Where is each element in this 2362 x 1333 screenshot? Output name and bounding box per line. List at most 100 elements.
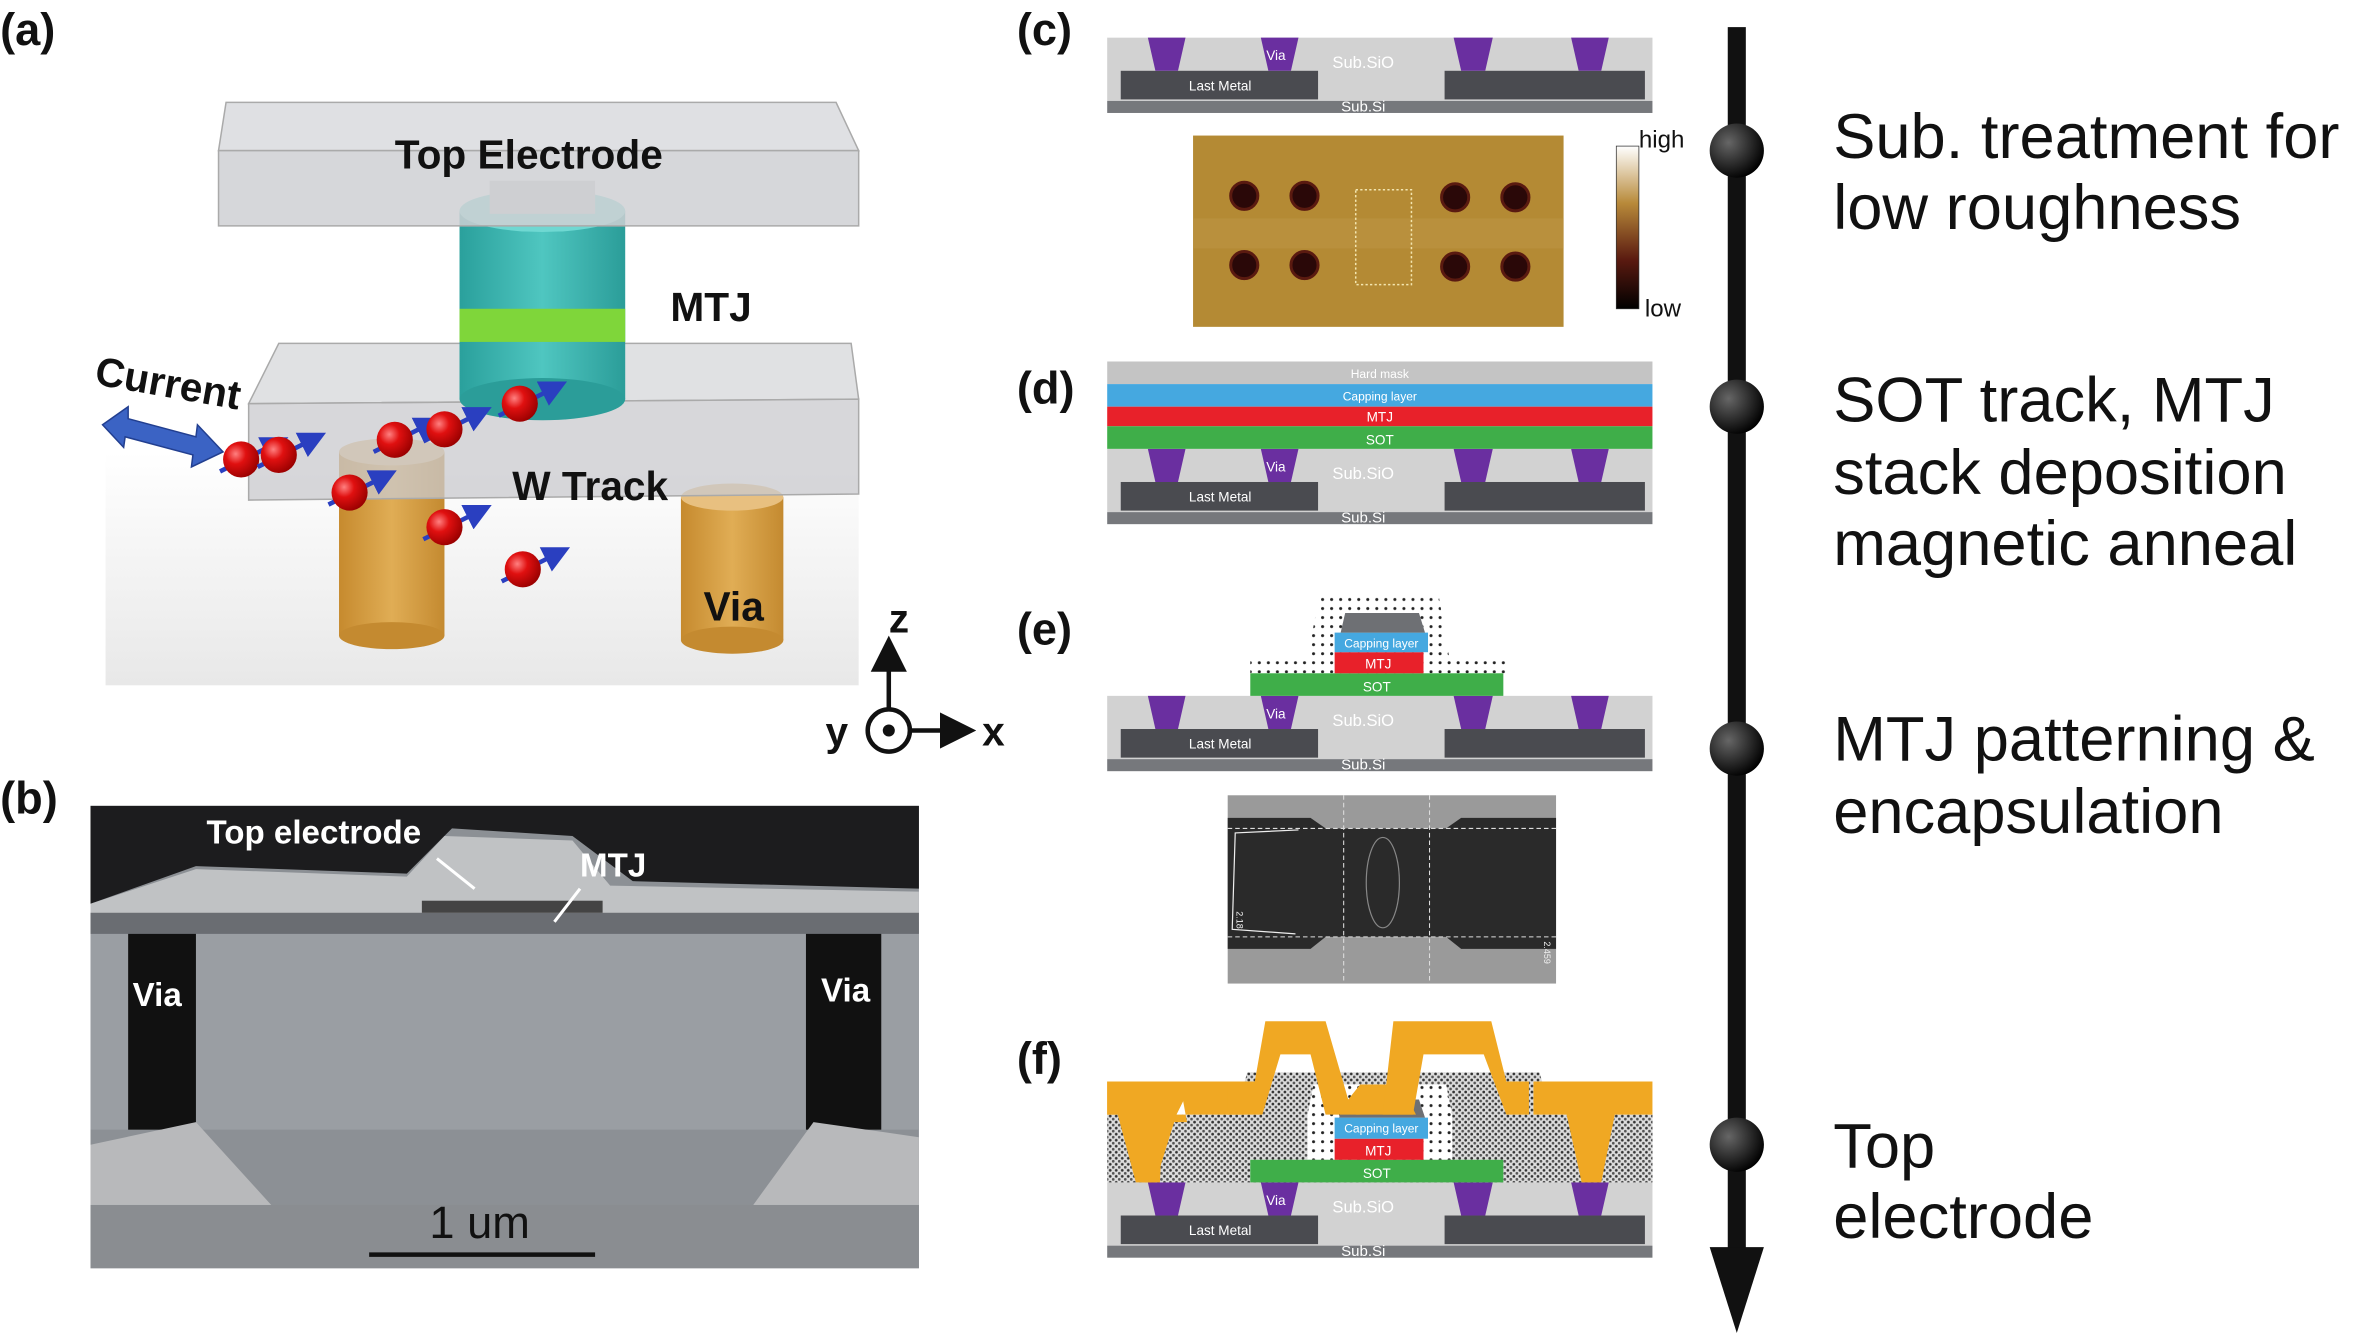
electron-icon xyxy=(500,547,571,588)
label-sot-d: SOT xyxy=(1366,432,1394,447)
step-line: Sub. treatment for xyxy=(1833,102,2339,172)
last-metal xyxy=(1444,1215,1645,1245)
via xyxy=(1147,37,1186,71)
current-double-arrow xyxy=(101,405,225,469)
panel-label-f: (f) xyxy=(1017,1033,1062,1084)
step-line: Top xyxy=(1833,1111,1935,1181)
last-metal xyxy=(1444,481,1645,511)
via xyxy=(1147,695,1186,730)
label-mtj-f: MTJ xyxy=(1365,1143,1391,1158)
via-right-3d xyxy=(680,483,784,654)
pointer-line xyxy=(553,887,582,923)
sem-image xyxy=(1227,795,1557,984)
stack-d xyxy=(1107,361,1653,449)
timeline-node xyxy=(1709,379,1764,434)
substrate-label: Via xyxy=(1266,706,1286,721)
substrate-label: Sub.Si xyxy=(1341,1243,1385,1260)
substrate-label: Via xyxy=(1266,1193,1286,1208)
substrate-label: Last Metal xyxy=(1189,490,1252,505)
substrate-label: Via xyxy=(1266,459,1286,474)
sub-si-layer xyxy=(1107,1245,1653,1258)
label-hard-mask: Hard mask xyxy=(1351,367,1410,381)
afm-image xyxy=(1193,135,1564,327)
via xyxy=(1260,37,1299,71)
last-metal xyxy=(1120,1215,1319,1245)
step-line: low roughness xyxy=(1833,173,2241,243)
via xyxy=(1453,448,1493,482)
step-line: magnetic anneal xyxy=(1833,509,2297,579)
substrate-label: Sub.SiO xyxy=(1332,1198,1394,1217)
step-4-text: Top electrode xyxy=(1833,1111,2093,1252)
label-capping-f: Capping layer xyxy=(1344,1122,1418,1136)
step-3-text: MTJ patterning & encapsulation xyxy=(1833,705,2315,847)
label-via-left: Via xyxy=(133,977,183,1014)
label-sot-e: SOT xyxy=(1363,679,1391,694)
via xyxy=(1147,448,1186,482)
substrate-label: Last Metal xyxy=(1189,78,1252,93)
last-metal xyxy=(1120,481,1319,511)
step-line: stack deposition xyxy=(1833,438,2287,508)
via xyxy=(1571,448,1609,482)
label-mtj-d: MTJ xyxy=(1367,410,1393,425)
pointer-line xyxy=(435,857,476,890)
step-line: SOT track, MTJ xyxy=(1833,366,2275,436)
panel-label-a: (a) xyxy=(0,4,55,55)
sub-si-layer xyxy=(1107,100,1653,113)
electrons xyxy=(219,381,571,588)
step-2-text: SOT track, MTJ stack deposition magnetic… xyxy=(1833,366,2297,579)
sem-scale-left: 2.18 xyxy=(1235,911,1245,929)
panel-b: (b) Top electrode MTJ Via Via 1 um xyxy=(0,772,919,1269)
last-metal xyxy=(1444,70,1645,100)
label-capping-e: Capping layer xyxy=(1344,637,1418,651)
panel-label-d: (d) xyxy=(1017,363,1075,414)
axis-y: y xyxy=(826,709,849,755)
axes-icon xyxy=(865,635,977,754)
label-capping-d: Capping layer xyxy=(1343,390,1417,404)
substrate-label: Via xyxy=(1266,48,1286,63)
via xyxy=(1453,37,1493,71)
via xyxy=(1571,1182,1609,1216)
via xyxy=(1453,695,1493,730)
step-line: encapsulation xyxy=(1833,777,2223,847)
electron-icon xyxy=(497,381,568,422)
label-via: Via xyxy=(704,584,765,630)
electron-icon xyxy=(422,505,492,546)
substrate-label: Sub.Si xyxy=(1341,757,1385,774)
step-1-text: Sub. treatment for low roughness xyxy=(1833,102,2339,243)
via xyxy=(1147,1182,1186,1216)
via xyxy=(1571,37,1609,71)
timeline-node xyxy=(1709,123,1764,178)
tem-image xyxy=(90,805,919,1269)
process-timeline xyxy=(1709,27,1764,1333)
panel-a: (a) Top Electrod xyxy=(0,4,1005,754)
colorbar-high: high xyxy=(1639,127,1685,154)
label-top-electrode-tem: Top electrode xyxy=(206,814,421,851)
stack-e xyxy=(1250,594,1507,696)
via xyxy=(1453,1182,1493,1216)
substrate-label: Sub.SiO xyxy=(1332,464,1394,483)
step-line: MTJ patterning & xyxy=(1833,705,2315,775)
label-mtj-e: MTJ xyxy=(1365,657,1391,672)
label-mtj: MTJ xyxy=(670,284,751,330)
electron-icon xyxy=(372,417,443,458)
sem-scale-right: 2.459 xyxy=(1542,941,1552,964)
colorbar-low: low xyxy=(1645,295,1682,322)
axis-x: x xyxy=(982,709,1005,755)
via xyxy=(1260,448,1299,482)
timeline-arrowhead-icon xyxy=(1709,1247,1764,1333)
electron-icon xyxy=(422,407,492,448)
timeline-line xyxy=(1727,27,1746,1263)
label-current: Current xyxy=(92,348,245,419)
via xyxy=(1571,695,1609,730)
top-electrode-3d xyxy=(217,101,860,227)
stack-f xyxy=(1107,1021,1653,1183)
last-metal xyxy=(1444,729,1645,758)
substrate-label: Sub.Si xyxy=(1341,98,1385,115)
step-line: electrode xyxy=(1833,1182,2093,1252)
via xyxy=(1260,1182,1299,1216)
panel-label-c: (c) xyxy=(1017,4,1072,55)
